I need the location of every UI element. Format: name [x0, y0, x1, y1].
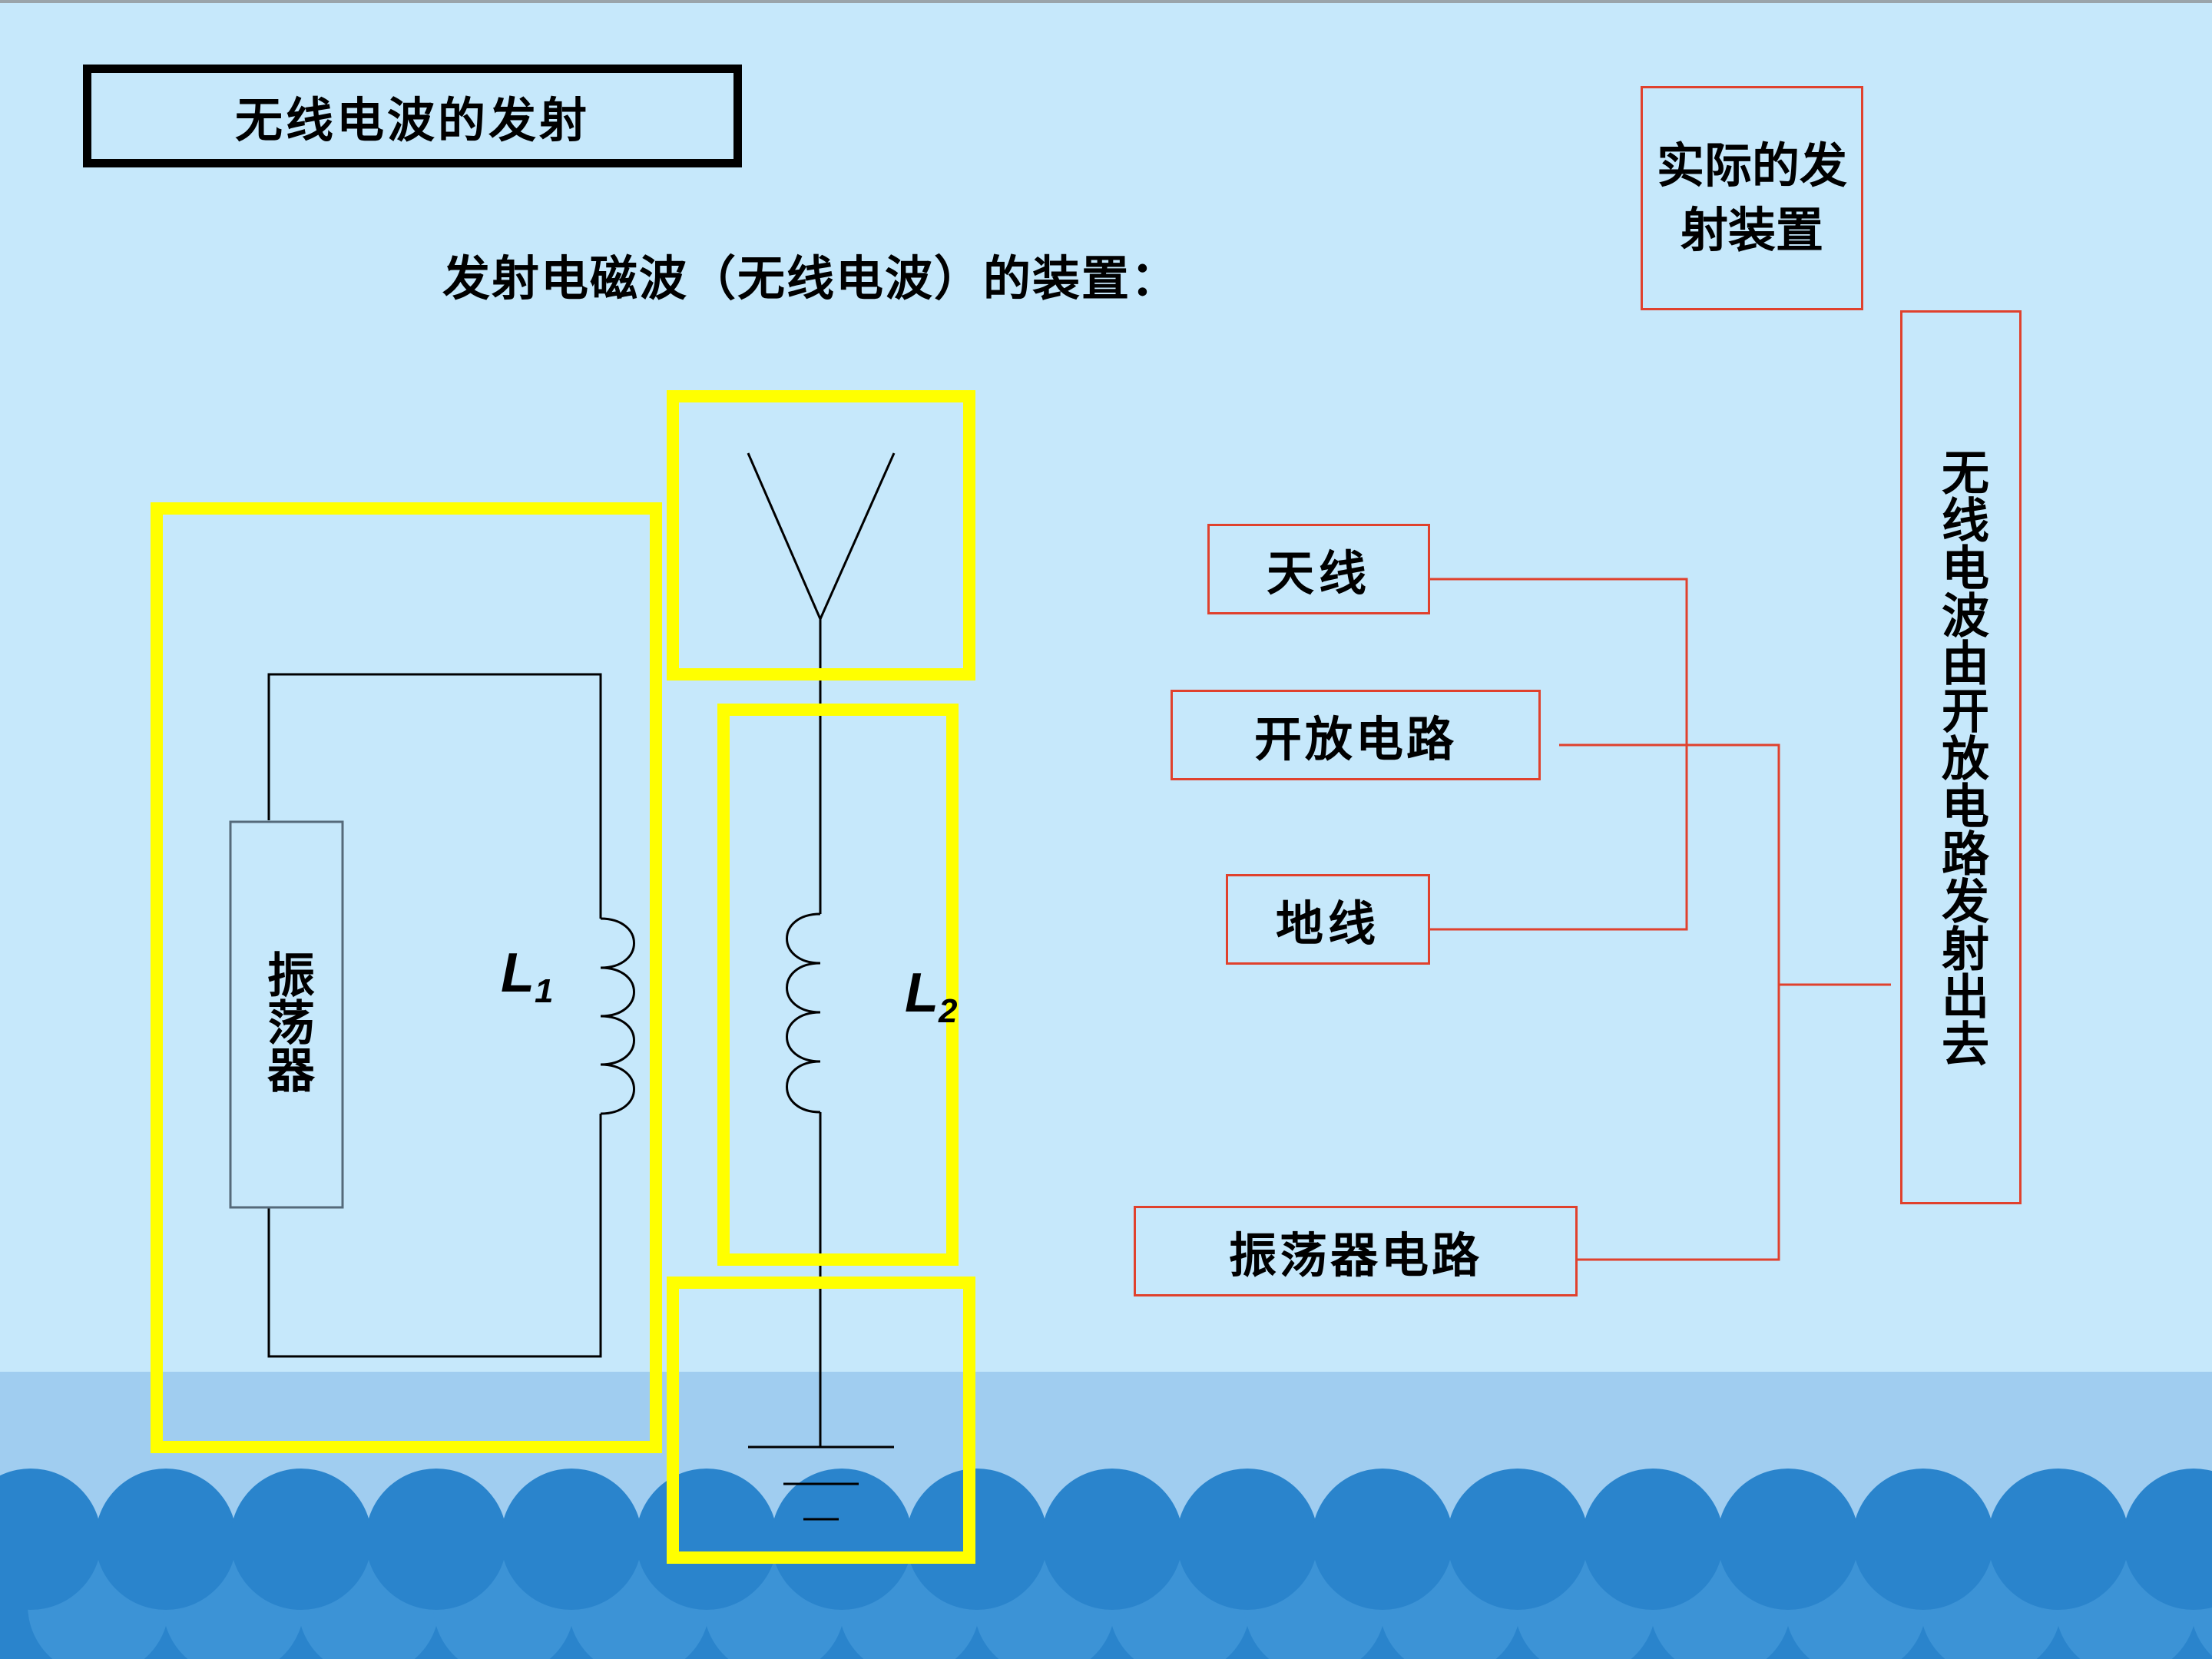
oscillator-label: 振荡器: [259, 950, 315, 1093]
oscillator-bottom-wire: [267, 1114, 602, 1358]
wave-decoration: [0, 1469, 2212, 1659]
wave-scallop: [1988, 1469, 2129, 1610]
page-title: 无线电波的发射: [83, 65, 742, 167]
highlight-frames: [151, 390, 975, 1564]
wave-scallop: [230, 1469, 372, 1610]
callout-open-circuit: 开放电路: [1171, 690, 1541, 780]
wave-scallop: [771, 1469, 912, 1610]
coil-l2: [786, 912, 821, 1114]
wave-scallop: [366, 1469, 507, 1610]
connector-open-oscillator: [1559, 743, 1780, 1261]
highlight-coil-l2: [717, 704, 959, 1266]
connector-antenna-ground: [1430, 578, 1688, 931]
coil-l1-label: L1: [501, 942, 554, 1010]
coil-l1: [600, 917, 635, 1115]
oscillator-top-wire: [267, 673, 602, 919]
antenna-right-arm: [819, 452, 896, 620]
callout-ground: 地线: [1226, 874, 1430, 965]
highlight-oscillator-circuit: [151, 502, 662, 1453]
coil-l2-label: L2: [905, 962, 957, 1030]
wave-scallop: [501, 1469, 642, 1610]
wave-scallop: [906, 1469, 1048, 1610]
callout-emission-note: 无线电波由开放电路发射出去: [1900, 310, 2022, 1204]
oscillator-block: [229, 820, 344, 1209]
open-circuit: [747, 452, 896, 1521]
subtitle: 发射电磁波（无线电波）的装置：: [442, 250, 1181, 306]
wave-scallop: [1177, 1469, 1318, 1610]
wave-scallop: [1582, 1469, 1724, 1610]
wave-scallop: [1447, 1469, 1588, 1610]
oscillator-circuit: [267, 673, 635, 1358]
wave-scallop: [1717, 1469, 1859, 1610]
callout-oscillator-circuit: 振荡器电路: [1134, 1206, 1578, 1296]
wave-scallop: [1041, 1469, 1183, 1610]
wave-scallop: [0, 1469, 101, 1610]
wave-scallop: [95, 1469, 237, 1610]
antenna-left-arm: [747, 452, 822, 620]
wave-scallop: [2123, 1469, 2212, 1610]
highlight-ground: [667, 1277, 975, 1564]
top-border-line: [0, 0, 2212, 3]
callout-antenna: 天线: [1207, 524, 1430, 614]
highlight-antenna: [667, 390, 975, 680]
wave-scallop: [1853, 1469, 1994, 1610]
wave-scallop: [1312, 1469, 1453, 1610]
callout-connectors: [1430, 578, 1891, 1261]
callout-actual-device: 实际的发射装置: [1641, 86, 1863, 310]
